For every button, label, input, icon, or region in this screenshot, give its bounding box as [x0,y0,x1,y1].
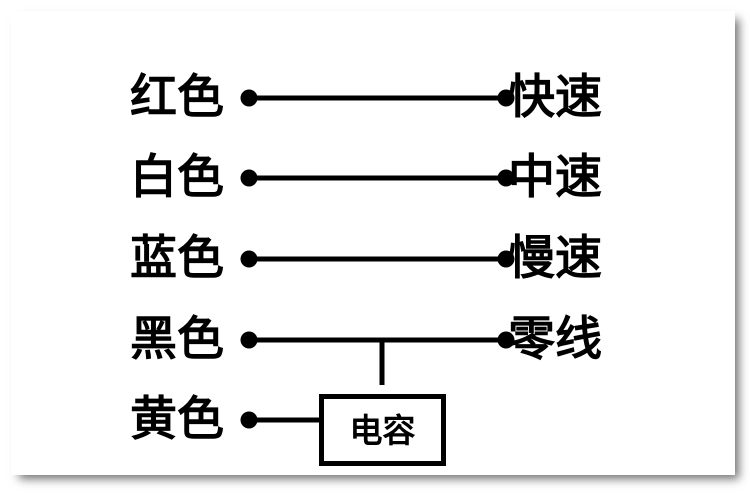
wire-label-right-slow: 慢速 [508,231,602,286]
wire-label-right-fast: 快速 [508,70,602,125]
connector-dot-right-blue[interactable] [497,250,515,268]
wire-line-red [249,95,506,101]
wire-branch-to-capacitor [379,340,385,385]
wire-line-yellow [251,417,319,423]
wire-line-white [249,175,506,181]
connector-dot-right-black[interactable] [497,331,515,349]
connector-dot-left-yellow[interactable] [240,411,258,429]
wire-line-blue [249,256,506,262]
capacitor-label: 电容 [349,410,416,450]
wire-label-left-white: 白色 [130,150,224,205]
wire-label-left-red: 红色 [130,70,224,125]
wire-label-right-neutral: 零线 [508,312,602,367]
wire-label-left-blue: 蓝色 [130,231,224,286]
wire-label-left-yellow: 黄色 [130,392,224,447]
connector-dot-right-red[interactable] [497,89,515,107]
capacitor-component[interactable]: 电容 [319,394,446,466]
wiring-diagram: 红色 快速 白色 中速 蓝色 慢速 黑色 零线 [11,11,735,475]
wire-label-left-black: 黑色 [130,312,224,367]
wire-line-black [249,337,506,343]
connector-dot-right-white[interactable] [497,169,515,187]
diagram-card: 红色 快速 白色 中速 蓝色 慢速 黑色 零线 [11,11,735,475]
wire-label-right-medium: 中速 [508,150,602,205]
